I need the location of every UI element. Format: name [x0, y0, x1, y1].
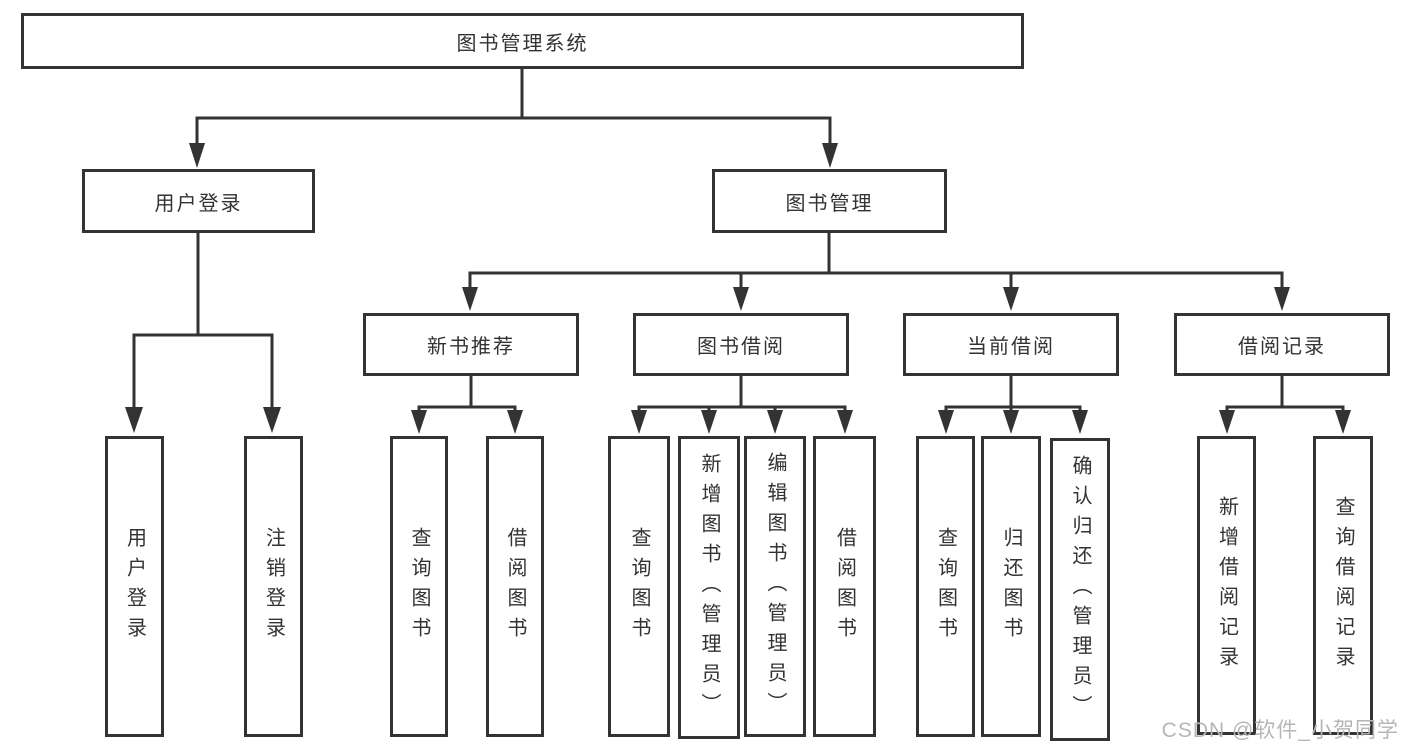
node-library-management-system: 图书管理系统: [21, 13, 1024, 69]
node-new-book-recommend: 新书推荐: [363, 313, 579, 376]
node-book-management-branch: 图书管理: [712, 169, 947, 233]
node-leaf-edit-books-admin: 编辑图书（管理员）: [744, 436, 806, 737]
node-label: 借阅图书: [504, 526, 526, 647]
node-label: 归还图书: [1000, 526, 1022, 647]
node-leaf-borrow-books-recommend: 借阅图书: [486, 436, 544, 737]
edge-current-borrowing-to-children: [944, 376, 1082, 413]
node-current-borrowing: 当前借阅: [903, 313, 1119, 376]
node-leaf-query-books-recommend: 查询图书: [390, 436, 448, 737]
edge-borrowing-records-to-children: [1225, 376, 1345, 413]
node-leaf-logout: 注销登录: [244, 436, 303, 737]
node-book-borrowing: 图书借阅: [633, 313, 849, 376]
node-label: 新增借阅记录: [1215, 495, 1238, 676]
node-leaf-user-login: 用户登录: [105, 436, 164, 737]
node-label: 注销登录: [262, 526, 285, 647]
node-label: 新增图书（管理员）: [698, 452, 720, 723]
node-label: 用户登录: [123, 526, 146, 647]
node-label: 查询图书: [408, 526, 430, 647]
node-label: 图书管理系统: [456, 32, 589, 55]
node-label: 用户登录: [154, 192, 243, 215]
node-label: 编辑图书（管理员）: [764, 451, 786, 722]
node-label: 查询图书: [934, 526, 957, 647]
node-label: 新书推荐: [427, 336, 515, 358]
node-label: 查询借阅记录: [1332, 495, 1354, 676]
node-leaf-add-borrow-record: 新增借阅记录: [1197, 436, 1256, 735]
node-label: 借阅记录: [1238, 336, 1326, 358]
node-leaf-borrow-books: 借阅图书: [813, 436, 876, 737]
edge-new-book-recommend-to-children: [417, 376, 517, 413]
node-leaf-query-books-current: 查询图书: [916, 436, 975, 737]
node-leaf-query-borrow-record: 查询借阅记录: [1313, 436, 1373, 735]
node-label: 查询图书: [628, 526, 650, 647]
node-borrowing-records: 借阅记录: [1174, 313, 1390, 376]
node-leaf-add-books-admin: 新增图书（管理员）: [678, 436, 740, 739]
edge-root-to-level2: [195, 69, 832, 146]
edge-book-borrowing-to-children: [637, 376, 847, 413]
node-user-login-branch: 用户登录: [82, 169, 315, 233]
edge-user-login-to-children: [132, 233, 274, 410]
node-label: 借阅图书: [833, 526, 856, 647]
node-label: 当前借阅: [967, 336, 1055, 358]
node-leaf-return-books: 归还图书: [981, 436, 1041, 737]
node-leaf-query-books-borrowing: 查询图书: [608, 436, 670, 737]
node-label: 图书管理: [785, 192, 874, 215]
arrowheads: [125, 143, 1351, 434]
node-label: 图书借阅: [697, 336, 785, 358]
node-label: 确认归还（管理员）: [1069, 454, 1091, 725]
node-leaf-confirm-return-admin: 确认归还（管理员）: [1050, 438, 1110, 741]
edge-book-management-to-children: [468, 233, 1284, 289]
csdn-watermark: CSDN @软件_小贺同学: [1161, 719, 1399, 742]
